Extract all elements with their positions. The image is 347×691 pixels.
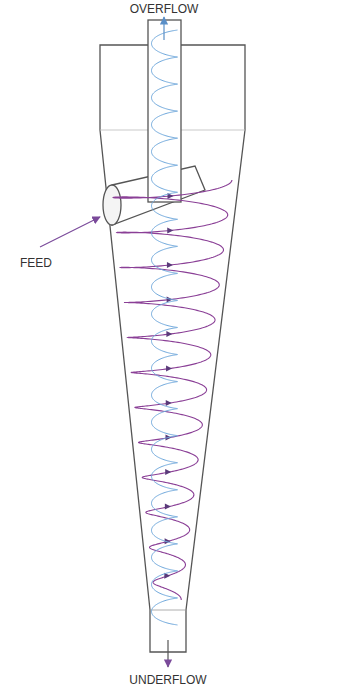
underflow-label: UNDERFLOW — [129, 673, 206, 687]
underflow-arrow — [167, 640, 168, 667]
flow-arrowhead — [165, 504, 171, 510]
flow-arrowhead — [165, 469, 171, 475]
overflow-label: OVERFLOW — [130, 2, 199, 16]
flow-arrowhead — [166, 400, 172, 406]
inner-vortex — [152, 30, 178, 625]
overflow-arrow — [163, 17, 164, 40]
flow-arrowhead — [167, 227, 173, 233]
outer-vortex — [113, 180, 232, 600]
flow-arrowhead — [166, 331, 172, 337]
flow-arrowhead — [167, 262, 173, 268]
vortex-spirals — [113, 30, 232, 625]
feed-label: FEED — [20, 256, 52, 270]
flow-arrowhead — [166, 366, 172, 372]
feed-arrow — [40, 217, 100, 247]
